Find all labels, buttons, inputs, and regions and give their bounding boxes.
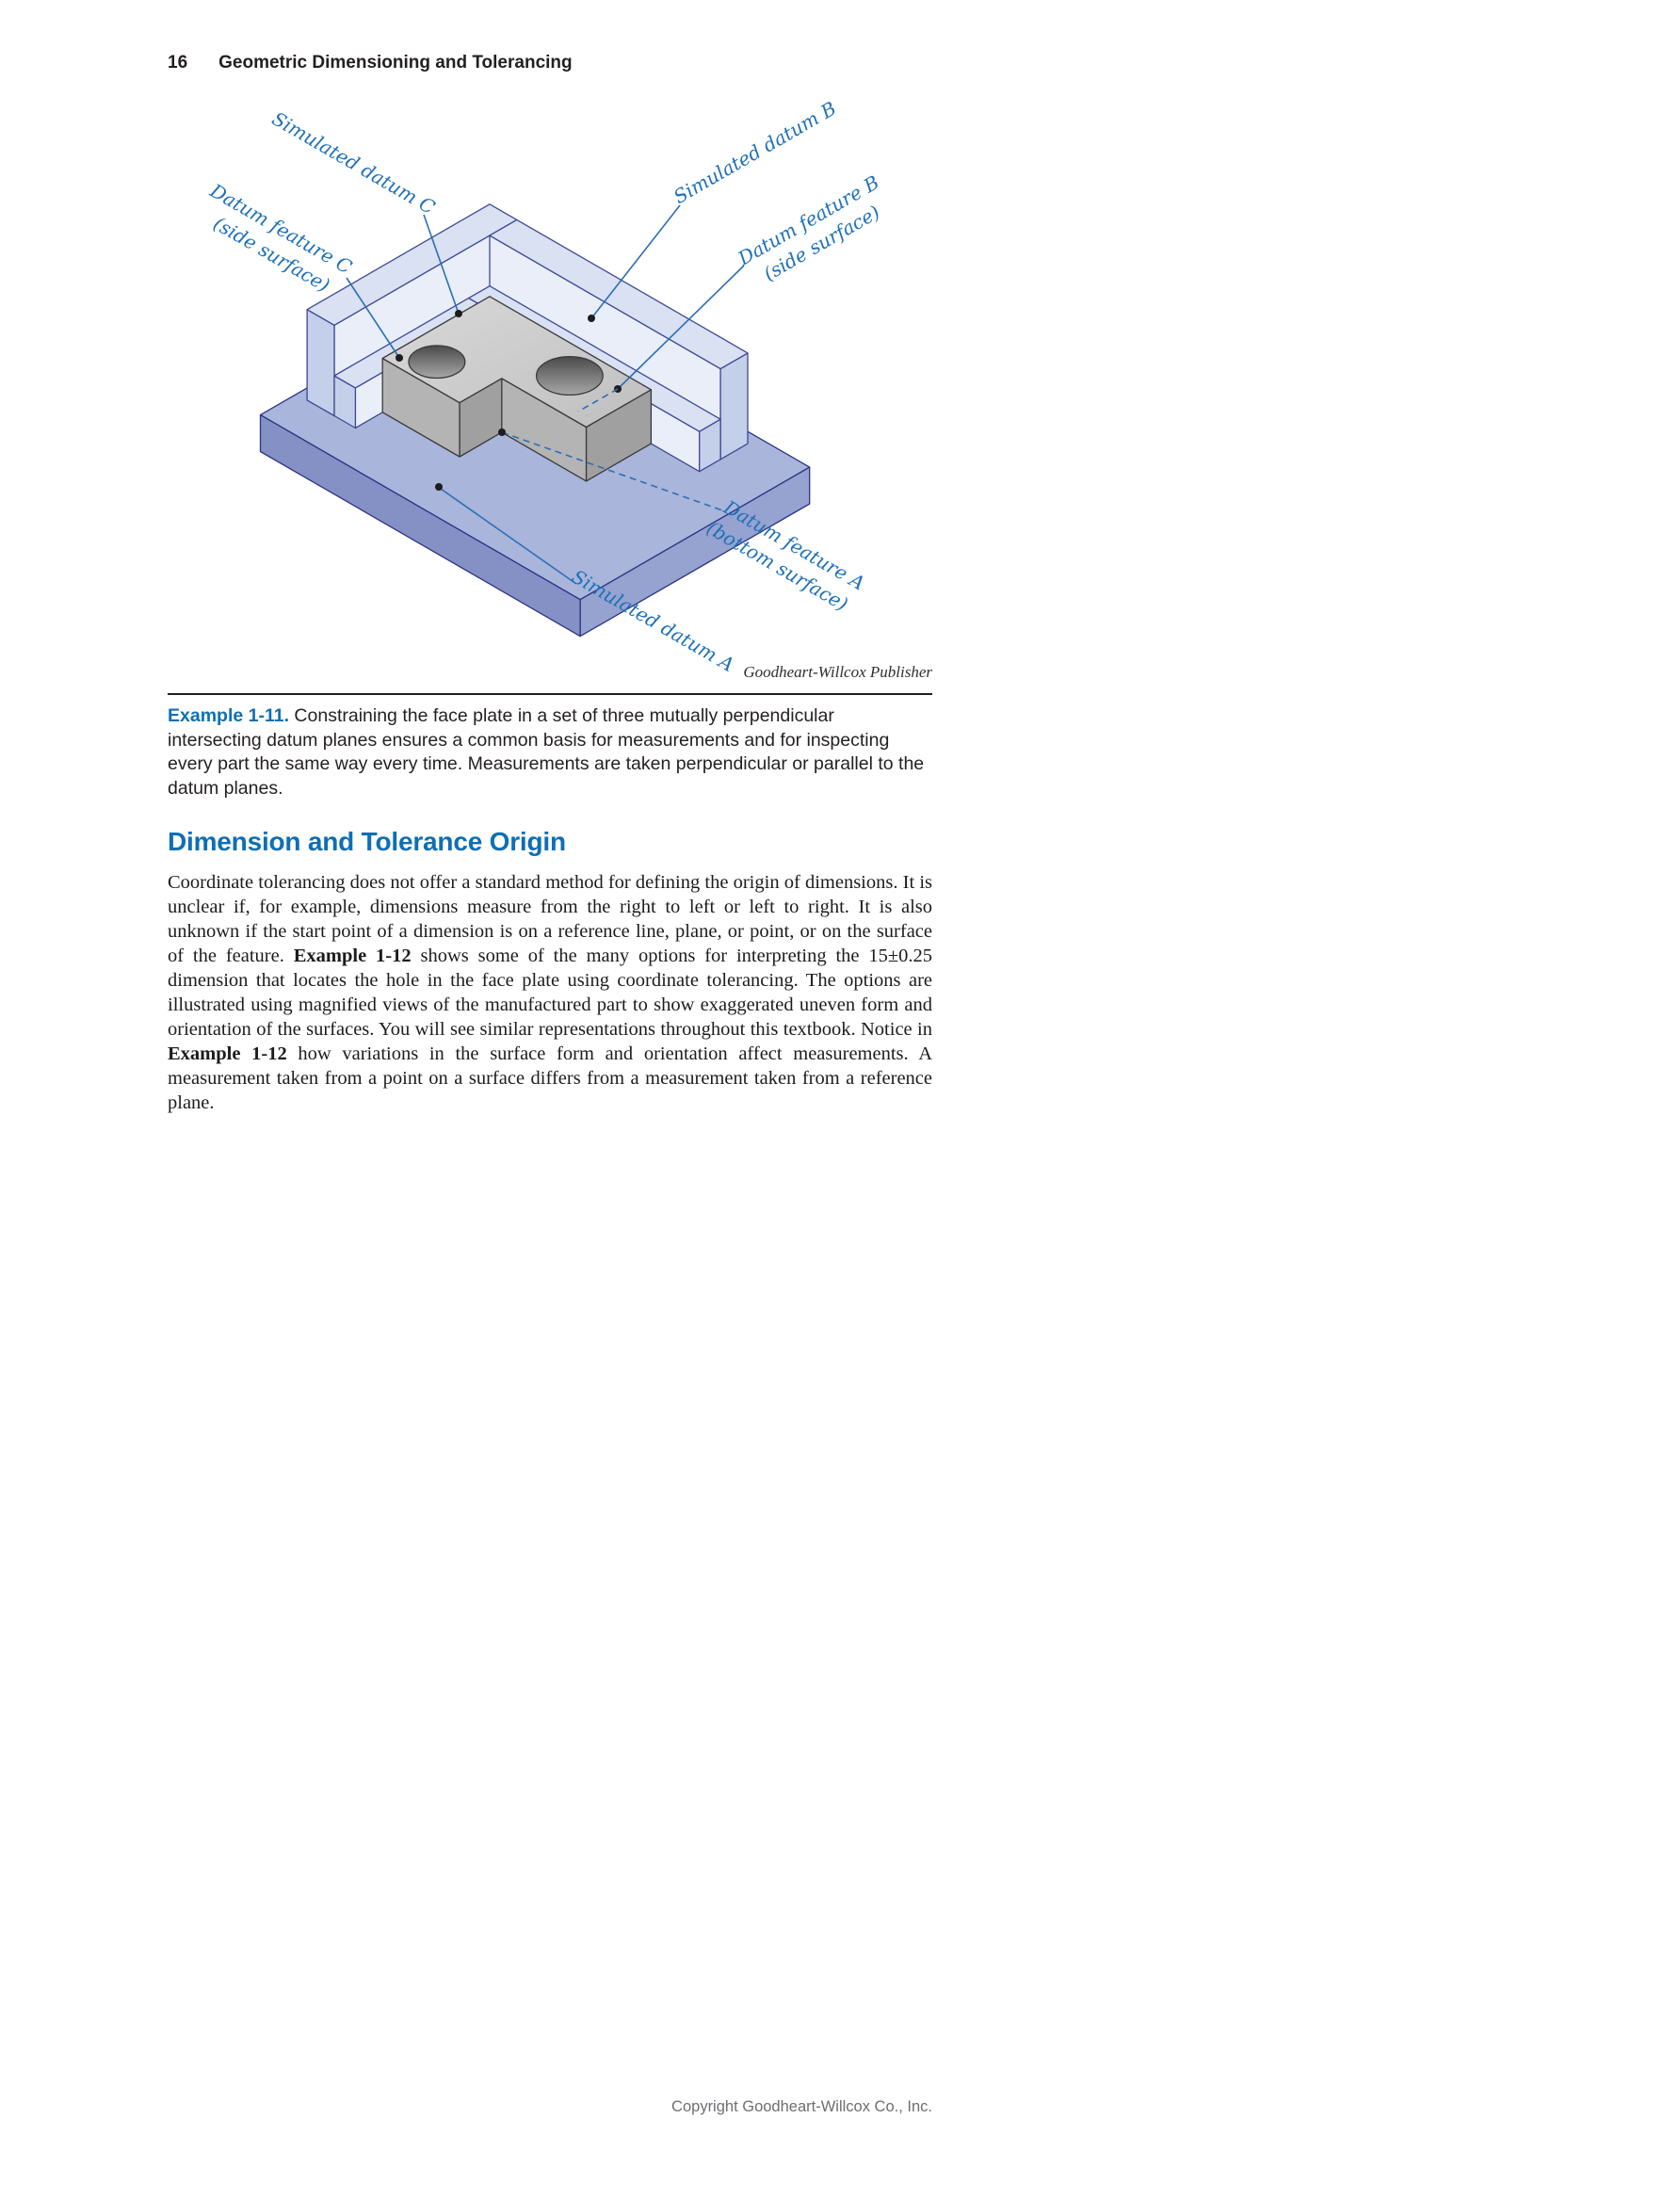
part-top-face [381, 296, 653, 428]
datum-target-dot-feature-a [498, 428, 506, 436]
datum-target-dot-simulated-a [435, 483, 443, 491]
part-hole-right [535, 355, 604, 396]
page-number: 16 [168, 53, 188, 73]
section-heading: Dimension and Tolerance Origin [168, 827, 566, 856]
isometric-solids [259, 203, 811, 638]
figure-leader-lines [346, 204, 745, 585]
label-simulated-datum-b: Simulated datum B [670, 97, 840, 208]
figure-caption-label: Example 1-11. [168, 705, 289, 726]
leader-simulated-datum-a [440, 488, 577, 585]
page-header: 16 Geometric Dimensioning and Tolerancin… [168, 53, 573, 74]
leader-datum-feature-b [617, 265, 745, 390]
wall-c-end-face [306, 309, 335, 417]
label-simulated-datum-c: Simulated datum C [268, 107, 439, 219]
copyright-text: Copyright Goodheart-Willcox Co., Inc. [671, 2098, 932, 2115]
example-reference: Example 1-12 [293, 946, 412, 967]
caption-divider [168, 693, 932, 695]
part-hole-left [408, 345, 466, 380]
datum-target-dot-simulated-c [455, 310, 462, 317]
leader-datum-feature-b-hidden [577, 388, 619, 412]
base-plate-front-side [259, 413, 581, 638]
paragraph-text: shows some of the many options for inter… [168, 946, 932, 1041]
leader-datum-feature-a-hidden [501, 431, 726, 512]
example-reference: Example 1-12 [168, 1043, 287, 1065]
body-paragraph: Coordinate tolerancing does not offer a … [168, 870, 932, 1115]
wall-b-top-face [489, 218, 749, 370]
figure-caption-text: Constraining the face plate in a set of … [168, 705, 925, 800]
leader-simulated-datum-c [423, 214, 460, 315]
datum-target-dot-feature-c [396, 354, 403, 362]
figure-isometric-datum-fixture: Simulated datum C Datum feature C (side … [205, 97, 883, 676]
datum-target-dot-simulated-b [588, 315, 595, 322]
paragraph-text: Coordinate tolerancing does not offer a … [168, 872, 932, 967]
figure-attribution: Goodheart-Willcox Publisher [743, 663, 932, 681]
page-footer: Copyright Goodheart-Willcox Co., Inc. [168, 2098, 932, 2116]
leader-datum-feature-c [346, 277, 400, 359]
wall-b-end-face [719, 352, 749, 461]
running-title: Geometric Dimensioning and Tolerancing [218, 53, 573, 73]
wall-c-top-face [306, 203, 518, 326]
leader-simulated-datum-b [590, 204, 681, 319]
paragraph-text: how variations in the surface form and o… [168, 1043, 932, 1114]
figure-caption: Example 1-11. Constraining the face plat… [168, 704, 932, 801]
